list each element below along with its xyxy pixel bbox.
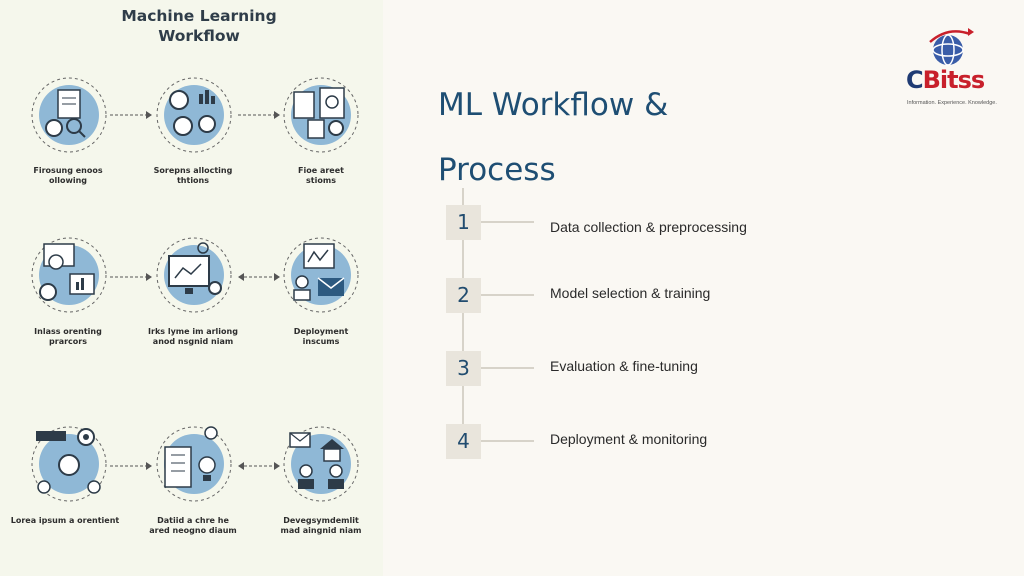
step-label: Data collection & preprocessing bbox=[550, 219, 747, 235]
step-number: 4 bbox=[446, 424, 481, 459]
infographic-title-line1: Machine Learning bbox=[121, 7, 277, 25]
step-label: Evaluation & fine-tuning bbox=[550, 358, 698, 374]
caption-line: ared neogno diaum bbox=[149, 526, 237, 535]
arrow-right-icon bbox=[110, 461, 152, 471]
caption-line: anod nsgnid niam bbox=[152, 337, 234, 346]
gears-chart-icon bbox=[155, 76, 233, 154]
globe-icon bbox=[929, 28, 974, 66]
caption-line: stioms bbox=[306, 176, 336, 185]
caption-line: prarcors bbox=[49, 337, 87, 346]
caption-line: Fioe areet bbox=[298, 166, 344, 175]
page-title-line2: Process bbox=[438, 152, 556, 188]
arrow-right-icon bbox=[110, 272, 152, 282]
step-connector bbox=[481, 440, 534, 442]
brand-tagline: Information. Experience. Knowledge. bbox=[907, 100, 997, 106]
brand-name: CBitss bbox=[906, 66, 986, 94]
person-presentation-icon bbox=[30, 236, 108, 314]
infographic-panel: Machine Learning Workflow Firosung enoos… bbox=[0, 0, 383, 576]
caption-line: thtions bbox=[176, 176, 210, 185]
step-number: 1 bbox=[446, 205, 481, 240]
step-connector bbox=[481, 367, 534, 369]
arrow-double-icon bbox=[238, 461, 280, 471]
step-number: 3 bbox=[446, 351, 481, 386]
step-number: 2 bbox=[446, 278, 481, 313]
timeline-line bbox=[462, 188, 464, 453]
caption-line: ollowing bbox=[48, 176, 88, 185]
page-title: ML Workflow & Process bbox=[438, 86, 668, 216]
caption-line: Devegsymdemlit bbox=[283, 516, 359, 525]
caption-line: Inlass orenting bbox=[34, 327, 102, 336]
target-gear-team-icon bbox=[30, 425, 108, 503]
caption-line: Sorepns allocting bbox=[153, 166, 233, 175]
infographic-title-line2: Workflow bbox=[158, 27, 240, 45]
caption-line: mad aingnid niam bbox=[280, 526, 362, 535]
brand-logo bbox=[904, 18, 1004, 113]
brand-word: Bitss bbox=[922, 66, 986, 94]
step-label: Deployment & monitoring bbox=[550, 431, 708, 447]
monitor-chart-icon bbox=[155, 236, 233, 314]
caption: Lorea ipsum a orentient bbox=[0, 516, 130, 526]
caption-line: Deployment bbox=[293, 327, 349, 336]
caption-line: inscums bbox=[302, 337, 340, 346]
step-label: Model selection & training bbox=[550, 285, 711, 301]
brand-letter: C bbox=[906, 66, 924, 94]
documents-gear-icon bbox=[282, 76, 360, 154]
checklist-idea-icon bbox=[155, 425, 233, 503]
deployment-person-icon bbox=[282, 236, 360, 314]
arrow-right-icon bbox=[110, 110, 152, 120]
caption-line: Datiid a chre he bbox=[157, 516, 229, 525]
infographic-title: Machine Learning Workflow bbox=[0, 6, 398, 46]
arrow-right-icon bbox=[238, 110, 280, 120]
caption-line: Lorea ipsum a orentient bbox=[10, 516, 120, 525]
step-connector bbox=[481, 294, 534, 296]
step-connector bbox=[481, 221, 534, 223]
caption-line: Firosung enoos bbox=[33, 166, 103, 175]
arrow-double-icon bbox=[238, 272, 280, 282]
page-title-line1: ML Workflow & bbox=[438, 87, 669, 123]
document-analytics-icon bbox=[30, 76, 108, 154]
caption-line: Irks lyme im arliong bbox=[148, 327, 238, 336]
team-house-icon bbox=[282, 425, 360, 503]
